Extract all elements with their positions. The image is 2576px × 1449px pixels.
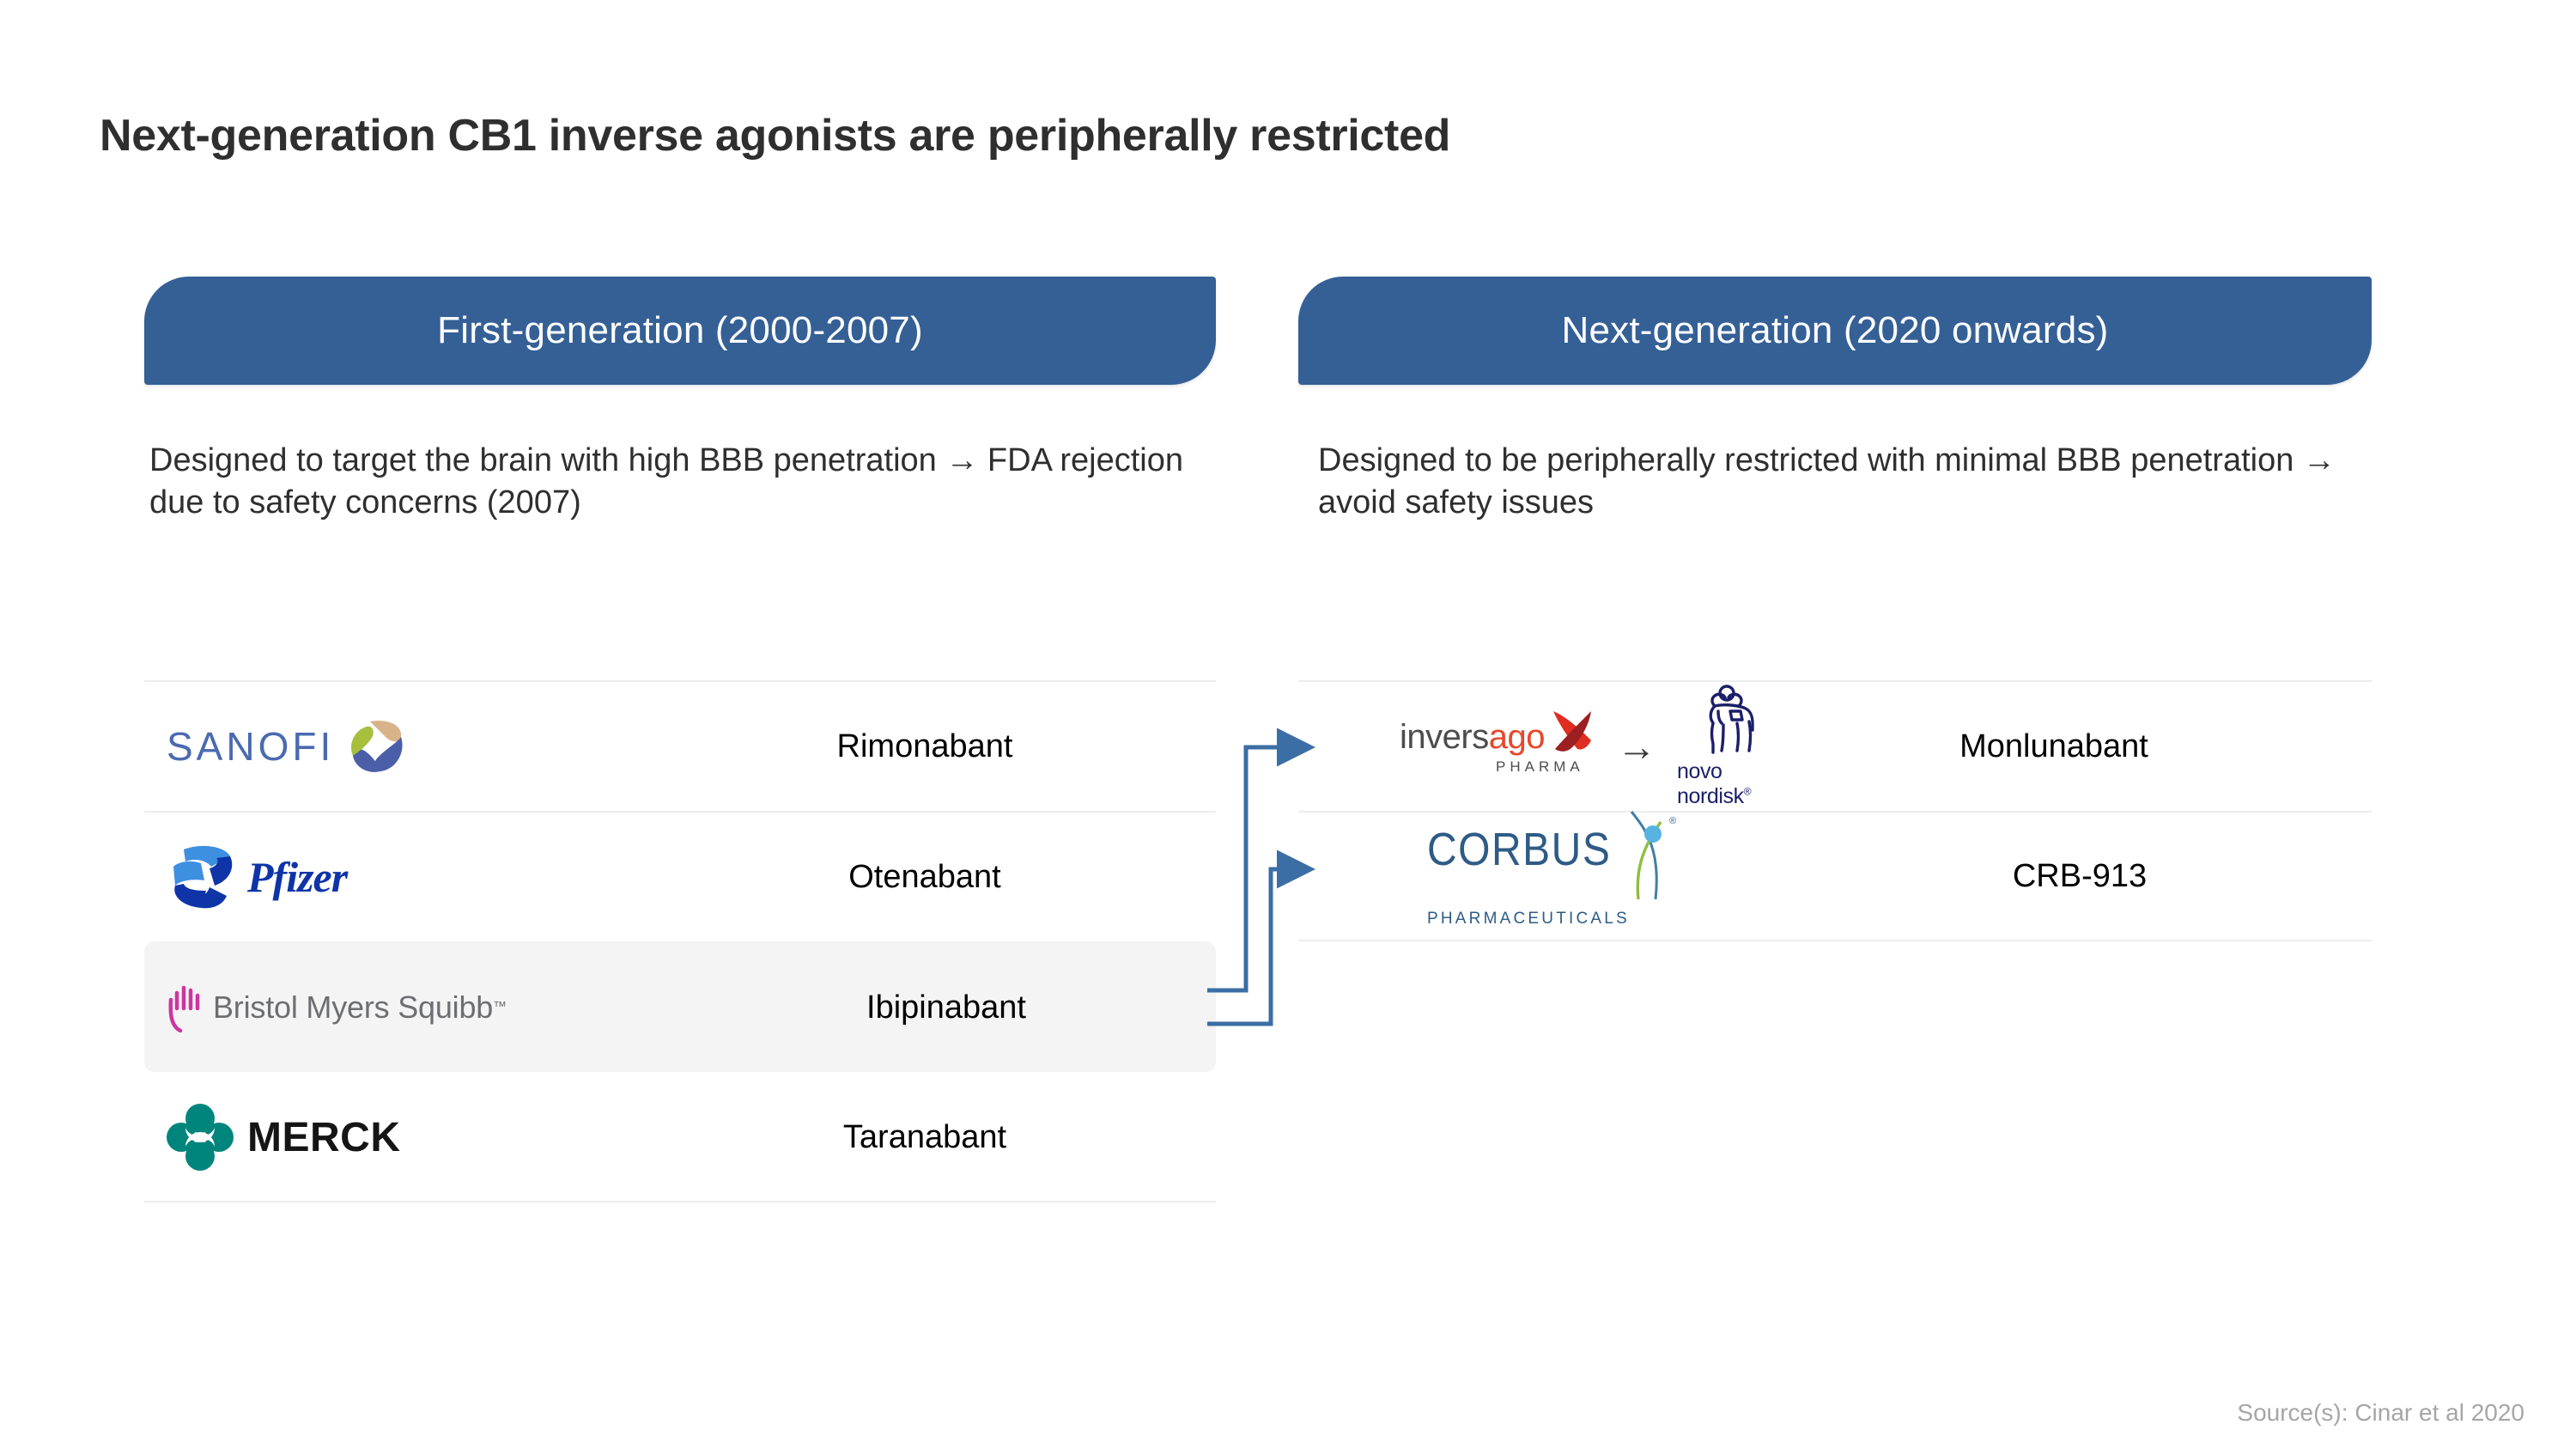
connector-arrows-svg bbox=[1207, 728, 1315, 1026]
merck-wordmark: MERCK bbox=[247, 1114, 401, 1160]
sanofi-logo: SANOFI bbox=[167, 715, 408, 778]
transition-arrow-icon: → bbox=[1616, 724, 1656, 769]
novo-nordisk-wordmark: novo nordisk® bbox=[1676, 759, 1752, 808]
merck-mark-icon bbox=[167, 1104, 234, 1171]
novo-nordisk-logo: novo nordisk® bbox=[1677, 684, 1788, 809]
connector-arrow-to-corbus bbox=[1207, 849, 1315, 1026]
sanofi-wordmark: SANOFI bbox=[167, 724, 335, 769]
drug-name: Rimonabant bbox=[836, 728, 1013, 764]
drug-name: Ibipinabant bbox=[866, 989, 1026, 1026]
connector-arrow-to-inversago bbox=[1207, 728, 1315, 993]
first-generation-table: SANOFI Rimonabant bbox=[144, 680, 1216, 1202]
corbus-wordmark: CORBUS bbox=[1427, 825, 1612, 876]
company-logo-cell: Pfizer bbox=[144, 813, 634, 941]
table-row[interactable]: Pfizer Otenabant bbox=[144, 811, 1216, 941]
drug-name: Taranabant bbox=[842, 1118, 1007, 1155]
page-title: Next-generation CB1 inverse agonists are… bbox=[100, 111, 1451, 161]
inversago-wordmark-accent: ago bbox=[1488, 717, 1546, 756]
table-row[interactable]: CORBUS ® PHARMACEUTICALS CRB-913 bbox=[1298, 811, 2372, 941]
svg-text:®: ® bbox=[1669, 816, 1676, 826]
drug-name: Otenabant bbox=[848, 858, 1001, 895]
inversago-subtext: PHARMA bbox=[1496, 758, 1584, 775]
bms-trademark: ™ bbox=[493, 1000, 507, 1014]
banner-label-left: First-generation (2000-2007) bbox=[437, 309, 923, 351]
connector-arrows-group bbox=[1202, 704, 1425, 1065]
inversago-wordmark-dark: invers bbox=[1400, 717, 1489, 756]
merck-logo: MERCK bbox=[167, 1104, 401, 1171]
description-first-generation: Designed to target the brain with high B… bbox=[149, 442, 1184, 521]
corbus-pharmaceuticals-logo: CORBUS ® PHARMACEUTICALS bbox=[1427, 811, 1680, 928]
corbus-figure-icon: ® bbox=[1631, 811, 1676, 899]
banner-label-right: Next-generation (2020 onwards) bbox=[1561, 309, 2109, 351]
corbus-subtext: PHARMACEUTICALS bbox=[1427, 910, 1630, 928]
company-logo-cell: MERCK bbox=[144, 1074, 634, 1201]
bms-wordmark: Bristol Myers Squibb bbox=[213, 989, 494, 1025]
pfizer-logo: Pfizer bbox=[167, 841, 348, 913]
company-logo-cell: CORBUS ® PHARMACEUTICALS bbox=[1298, 811, 1788, 940]
banner-first-generation: First-generation (2000-2007) bbox=[144, 277, 1216, 385]
drug-name: Monlunabant bbox=[1959, 728, 2148, 764]
company-logo-cell: SANOFI bbox=[144, 682, 634, 811]
drug-name: CRB-913 bbox=[2012, 857, 2148, 894]
sanofi-swirl-icon bbox=[351, 720, 403, 772]
novo-nordisk-apis-bull-icon bbox=[1709, 685, 1755, 754]
inversago-x-icon bbox=[1552, 711, 1591, 752]
description-next-generation: Designed to be peripherally restricted w… bbox=[1318, 442, 2336, 521]
table-row[interactable]: SANOFI Rimonabant bbox=[144, 680, 1216, 811]
bms-hand-icon bbox=[168, 985, 200, 1032]
source-citation: Source(s): Cinar et al 2020 bbox=[2237, 1399, 2524, 1426]
table-row[interactable]: MERCK Taranabant bbox=[144, 1072, 1216, 1202]
banner-next-generation: Next-generation (2020 onwards) bbox=[1298, 277, 2372, 385]
pfizer-wordmark: Pfizer bbox=[247, 853, 348, 901]
pfizer-mark-icon bbox=[173, 845, 233, 909]
